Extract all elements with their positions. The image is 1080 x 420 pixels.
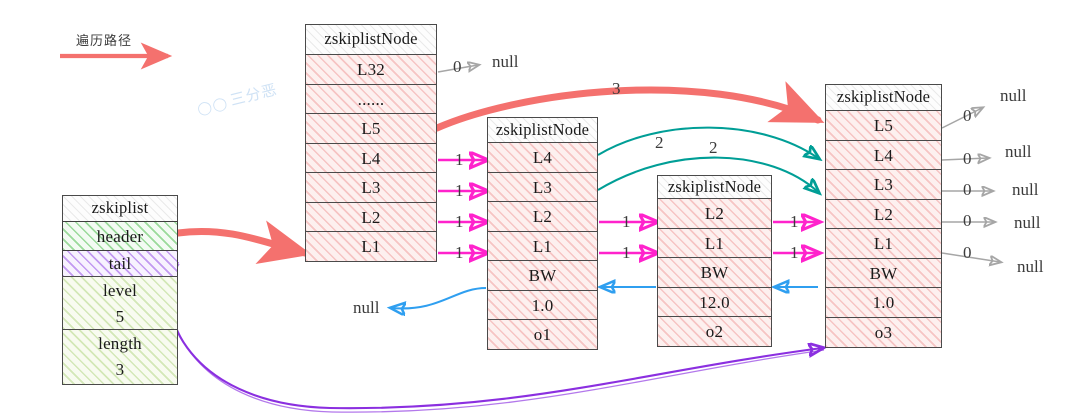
node-o2-level-l1: L1 bbox=[657, 227, 772, 259]
node-o2-level-l2: L2 bbox=[657, 198, 772, 229]
span-header-l2-to-o1: 1 bbox=[455, 212, 464, 231]
null-o3-l5: null bbox=[1000, 86, 1027, 105]
node-o3-backward: BW bbox=[825, 257, 942, 289]
span-o1-l4-to-o3: 2 bbox=[655, 133, 664, 152]
node-o3-level-l1: L1 bbox=[825, 228, 942, 259]
edge-header-l5-to-o3-l5 bbox=[433, 81, 825, 132]
span-header-l5-to-o3: 3 bbox=[612, 79, 621, 98]
node-header-title: zskiplistNode bbox=[305, 23, 437, 56]
zskiplist-title: zskiplist bbox=[62, 194, 178, 223]
edge-o1-l3-to-o3-l3 bbox=[597, 156, 818, 192]
node-o3-level-l2: L2 bbox=[825, 198, 942, 230]
zskiplist-field-level-name: level bbox=[102, 280, 138, 300]
zskiplist-field-length-name: length bbox=[98, 334, 142, 353]
span-o3-l4: 0 bbox=[963, 149, 972, 168]
node-o2-backward: BW bbox=[657, 257, 772, 288]
node-o3-title: zskiplistNode bbox=[825, 83, 942, 112]
edge-header-to-headernode bbox=[174, 220, 312, 265]
span-header-l4-to-o1: 1 bbox=[455, 150, 464, 169]
span-o1-l1-to-o2: 1 bbox=[622, 243, 631, 262]
node-header: zskiplistNode L32 ...... L5 L4 L3 L2 L1 bbox=[305, 23, 437, 262]
node-o2: zskiplistNode L2 L1 BW 12.0 o2 bbox=[657, 174, 772, 347]
span-o1-l2-to-o2: 1 bbox=[622, 212, 631, 231]
node-o3: zskiplistNode L5 L4 L3 L2 L1 BW 1.0 o3 bbox=[825, 83, 942, 348]
span-header-l1-to-o1: 1 bbox=[455, 243, 464, 262]
null-o3-l3: null bbox=[1012, 180, 1039, 199]
edge-o3-l4-to-null bbox=[941, 158, 988, 160]
node-o1-level-l4: L4 bbox=[487, 142, 598, 173]
zskiplist-field-length: length 3 bbox=[62, 328, 178, 385]
node-o3-score: 1.0 bbox=[825, 287, 942, 318]
zskiplist-struct: zskiplist header tail level 5 length 3 bbox=[62, 194, 178, 385]
edge-header-l32-to-null bbox=[437, 65, 478, 72]
span-header-l32: 0 bbox=[453, 57, 462, 76]
null-header-l32: null bbox=[492, 52, 519, 71]
edge-o3-l5-to-null bbox=[941, 108, 982, 129]
node-o1: zskiplistNode L4 L3 L2 L1 BW 1.0 o1 bbox=[487, 116, 598, 350]
span-header-l3-to-o1: 1 bbox=[455, 181, 464, 200]
node-o3-level-l5: L5 bbox=[825, 110, 942, 141]
zskiplist-field-level-value: 5 bbox=[115, 306, 125, 326]
span-o3-l3: 0 bbox=[963, 180, 972, 199]
node-o3-level-l4: L4 bbox=[825, 139, 942, 171]
node-o1-backward: BW bbox=[487, 260, 598, 291]
node-header-level-l5: L5 bbox=[305, 113, 437, 144]
null-o3-l1: null bbox=[1017, 257, 1044, 276]
span-o1-l3-to-o3: 2 bbox=[709, 138, 718, 157]
edge-o1-l4-to-o3-l4 bbox=[597, 126, 818, 158]
node-o2-title: zskiplistNode bbox=[657, 174, 772, 200]
node-header-level-l2: L2 bbox=[305, 201, 437, 233]
zskiplist-field-header: header bbox=[62, 221, 178, 251]
node-header-level-l4: L4 bbox=[305, 142, 437, 174]
zskiplist-field-level: level 5 bbox=[62, 276, 178, 330]
null-o3-l4: null bbox=[1005, 142, 1032, 161]
node-header-level-l32: L32 bbox=[305, 54, 437, 85]
node-o1-obj: o1 bbox=[487, 319, 598, 350]
node-header-level-ellipsis: ...... bbox=[305, 83, 437, 115]
node-o3-level-l3: L3 bbox=[825, 169, 942, 200]
node-header-level-l3: L3 bbox=[305, 172, 437, 203]
span-o2-l1-to-o3: 1 bbox=[790, 243, 799, 262]
node-o2-obj: o2 bbox=[657, 316, 772, 347]
span-o3-l5: 0 bbox=[963, 106, 972, 125]
node-o2-score: 12.0 bbox=[657, 286, 772, 318]
node-o1-level-l3: L3 bbox=[487, 171, 598, 203]
node-header-level-l1: L1 bbox=[305, 231, 437, 262]
zskiplist-field-tail: tail bbox=[62, 249, 178, 278]
span-o2-l2-to-o3: 1 bbox=[790, 212, 799, 231]
edge-o1-backward-to-null bbox=[392, 286, 487, 308]
edge-o3-l1-to-null bbox=[941, 252, 1000, 262]
node-o1-level-l2: L2 bbox=[487, 201, 598, 232]
node-o1-score: 1.0 bbox=[487, 289, 598, 321]
null-backward-o1: null bbox=[353, 298, 380, 317]
traversal-path-label: 遍历路径 bbox=[76, 34, 133, 49]
node-o1-level-l1: L1 bbox=[487, 230, 598, 262]
node-o3-obj: o3 bbox=[825, 316, 942, 348]
null-o3-l2: null bbox=[1014, 213, 1041, 232]
span-o3-l2: 0 bbox=[963, 211, 972, 230]
node-o1-title: zskiplistNode bbox=[487, 116, 598, 144]
zskiplist-field-length-value: 3 bbox=[115, 360, 125, 379]
span-o3-l1: 0 bbox=[963, 243, 972, 262]
